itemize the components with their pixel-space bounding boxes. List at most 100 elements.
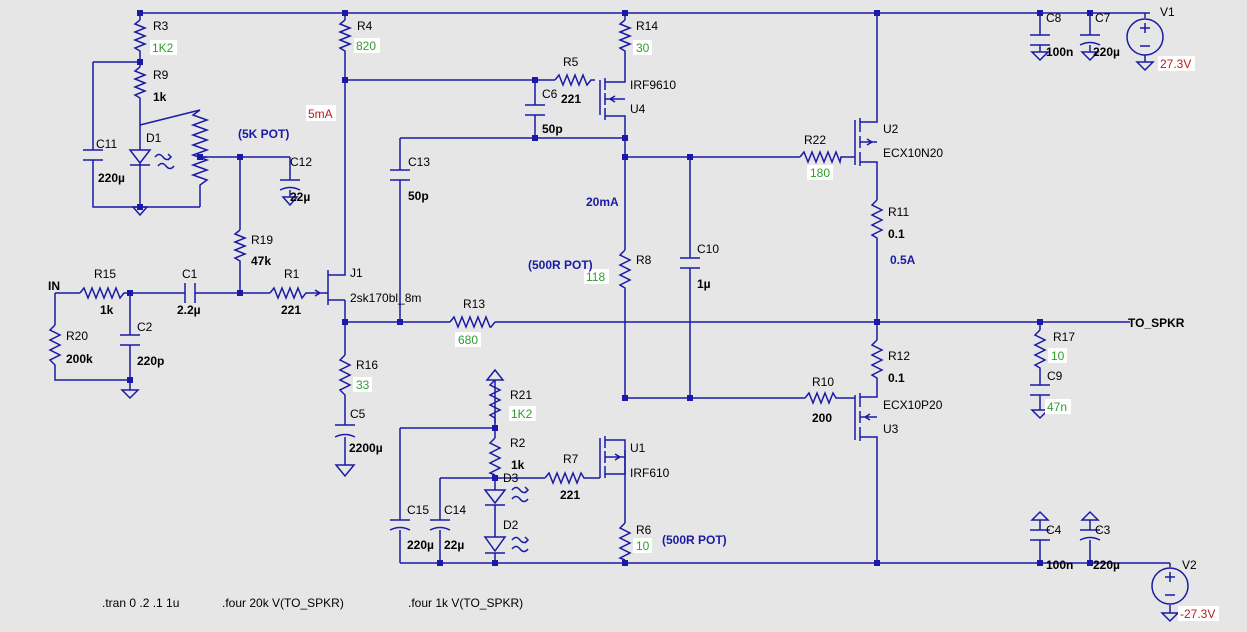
value-c13: 50p <box>408 189 429 203</box>
annotations: 5mA (5K POT) 20mA (500R POT) 0.5A (500R … <box>48 105 1185 547</box>
label-u2-model: ECX10N20 <box>883 146 943 160</box>
capacitor-c11 <box>83 149 103 161</box>
capacitor-c3 <box>1079 529 1101 541</box>
svg-text:180: 180 <box>810 166 830 180</box>
label-r20: R20 <box>66 329 88 343</box>
label-d2: D2 <box>503 518 519 532</box>
resistor-r11 <box>870 199 884 240</box>
capacitor-c7 <box>1079 34 1101 46</box>
label-c11: C11 <box>96 137 117 151</box>
label-r5: R5 <box>563 55 579 69</box>
value-r6: 10 <box>633 538 652 553</box>
value-r22: 180 <box>807 165 833 180</box>
capacitors <box>83 34 1101 541</box>
value-r11: 0.1 <box>888 227 905 241</box>
value-r12: 0.1 <box>888 371 905 385</box>
label-j1-model: 2sk170bl_8m <box>350 291 421 305</box>
directive-four-1k: .four 1k V(TO_SPKR) <box>408 596 523 610</box>
value-r3: 1K2 <box>150 40 177 55</box>
mosfet-u2 <box>854 118 878 170</box>
label-r13: R13 <box>463 297 485 311</box>
resistor-r14 <box>617 19 633 55</box>
svg-text:820: 820 <box>356 39 376 53</box>
value-r1: 221 <box>281 303 301 317</box>
resistor-r5 <box>554 72 595 88</box>
net-label-to-spkr: TO_SPKR <box>1128 316 1185 330</box>
wires <box>54 12 1171 613</box>
label-c3: C3 <box>1095 523 1111 537</box>
value-r9: 1k <box>153 90 167 104</box>
resistor-r1 <box>269 285 310 301</box>
capacitor-c13 <box>390 169 410 181</box>
label-r6: R6 <box>636 523 652 537</box>
resistor-r21 <box>488 379 502 423</box>
directive-tran: .tran 0 .2 .1 1u <box>102 596 179 610</box>
mosfet-u4 <box>599 70 626 120</box>
label-v1: V1 <box>1160 5 1175 19</box>
annotation-5k-pot: (5K POT) <box>238 127 289 141</box>
value-r21: 1K2 <box>509 406 536 421</box>
transistors <box>314 70 878 478</box>
ground-icon <box>1160 612 1180 623</box>
svg-text:47n: 47n <box>1047 400 1067 414</box>
value-c14: 22µ <box>444 538 464 552</box>
value-r13: 680 <box>455 332 481 347</box>
label-u2: U2 <box>883 122 899 136</box>
value-r17: 10 <box>1048 348 1067 363</box>
label-r14: R14 <box>636 19 658 33</box>
resistor-r16 <box>338 354 352 397</box>
resistor-r9 <box>132 66 148 102</box>
ground-icon <box>120 389 140 400</box>
value-r7: 221 <box>560 488 580 502</box>
value-c9: 47n <box>1045 399 1071 414</box>
diodes <box>128 149 530 554</box>
resistors <box>48 19 1047 561</box>
component-values: 1K2 820 30 118 180 680 33 10 47n 1K2 10 … <box>66 38 1219 621</box>
diode-d3 <box>483 489 507 506</box>
capacitor-c2 <box>120 334 140 346</box>
value-r8: 118 <box>584 269 609 284</box>
value-r10: 200 <box>812 411 832 425</box>
annotation-05a: 0.5A <box>890 253 916 267</box>
capacitor-c9 <box>1030 384 1050 396</box>
value-c8: 100n <box>1046 45 1073 59</box>
voltage-source-v2 <box>1151 567 1189 605</box>
value-c15: 220µ <box>407 538 434 552</box>
label-c1: C1 <box>182 267 198 281</box>
value-c10: 1µ <box>697 277 711 291</box>
label-r9: R9 <box>153 68 169 82</box>
resistor-r22 <box>799 149 845 165</box>
label-v2: V2 <box>1182 558 1197 572</box>
ground-icon <box>1135 61 1155 72</box>
label-u1-model: IRF610 <box>630 466 670 480</box>
label-c2: C2 <box>137 320 153 334</box>
ground-icon <box>281 196 299 207</box>
spice-directives: .tran 0 .2 .1 1u .four 20k V(TO_SPKR) .f… <box>102 596 523 610</box>
diode-d1 <box>128 149 152 170</box>
label-c6: C6 <box>542 87 558 101</box>
label-r8: R8 <box>636 253 652 267</box>
ground-icon <box>1030 510 1050 521</box>
capacitor-c12 <box>279 179 301 197</box>
label-c14: C14 <box>444 503 466 517</box>
label-c4: C4 <box>1046 523 1062 537</box>
label-r15: R15 <box>94 267 116 281</box>
mosfet-u3 <box>854 393 878 441</box>
resistor-r15 <box>79 285 128 301</box>
resistor-r7 <box>544 470 590 486</box>
value-r15: 1k <box>100 303 114 317</box>
label-r22: R22 <box>804 133 826 147</box>
label-u3-model: ECX10P20 <box>883 398 943 412</box>
value-c7: 220µ <box>1093 45 1120 59</box>
value-v2: -27.3V <box>1178 606 1219 621</box>
label-r10: R10 <box>812 375 834 389</box>
junctions <box>127 10 1093 566</box>
value-c6: 50p <box>542 122 563 136</box>
label-r4: R4 <box>357 19 373 33</box>
value-r14: 30 <box>633 40 652 55</box>
label-u1: U1 <box>630 441 646 455</box>
value-r20: 200k <box>66 352 93 366</box>
value-c11: 220µ <box>98 171 125 185</box>
jfet-j1 <box>314 255 346 305</box>
